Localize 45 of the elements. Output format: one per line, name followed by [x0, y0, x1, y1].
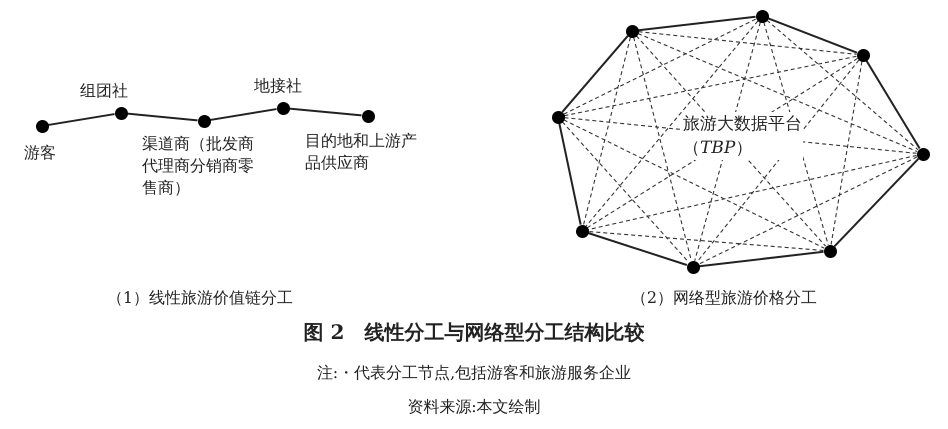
node-label: 渠道商（批发商代理商分销商零售商） [142, 133, 255, 199]
dashed-connector [586, 20, 758, 226]
node-dot [626, 24, 638, 38]
connector-line [699, 250, 824, 268]
dashed-connector [766, 20, 918, 150]
dashed-connector [564, 18, 756, 115]
dashed-connector [583, 37, 631, 225]
dashed-connector [564, 119, 824, 249]
connector-line [561, 35, 629, 113]
connector-line [289, 108, 362, 116]
node-dot [756, 10, 768, 22]
node-label: 组团社 [80, 80, 129, 102]
connector-line [210, 108, 277, 121]
node-dot [576, 224, 588, 238]
dashed-connector [638, 31, 857, 55]
node-dot [686, 260, 700, 274]
node-dot [824, 244, 836, 258]
dashed-connector [588, 230, 824, 252]
connector-line [588, 232, 688, 266]
dashed-connector [562, 121, 690, 263]
connector-line [768, 17, 858, 54]
node-dot [916, 148, 930, 160]
node-label: 地接社 [254, 75, 303, 97]
dashed-connector [830, 61, 862, 245]
panel-caption: （1）线性旅游价值链分工 [106, 287, 294, 309]
node-label: 游客 [24, 142, 57, 164]
connector-line [638, 16, 756, 32]
connector-line [866, 60, 920, 149]
connector-line [127, 112, 198, 122]
dashed-connector [633, 37, 692, 261]
connector-line [834, 158, 920, 247]
figure-note: 注:・代表分工节点,包括游客和旅游服务企业 [316, 362, 632, 384]
source-note: 资料来源:本文绘制 [406, 396, 542, 418]
dashed-connector [638, 33, 918, 152]
dashed-connector [564, 56, 857, 116]
panel-caption: （2）网络型旅游价格分工 [630, 287, 818, 309]
node-label: 目的地和上游产品供应商 [305, 130, 418, 174]
connector-line [558, 123, 582, 225]
dashed-connector [698, 156, 918, 265]
dashed-connector [696, 60, 860, 262]
platform-label: 旅游大数据平台（TBP） [683, 112, 803, 160]
node-dot [856, 48, 870, 62]
figure-title: 图 2 线性分工与网络型分工结构比较 [302, 319, 646, 346]
node-dot [552, 110, 564, 124]
connector-line [48, 113, 115, 126]
